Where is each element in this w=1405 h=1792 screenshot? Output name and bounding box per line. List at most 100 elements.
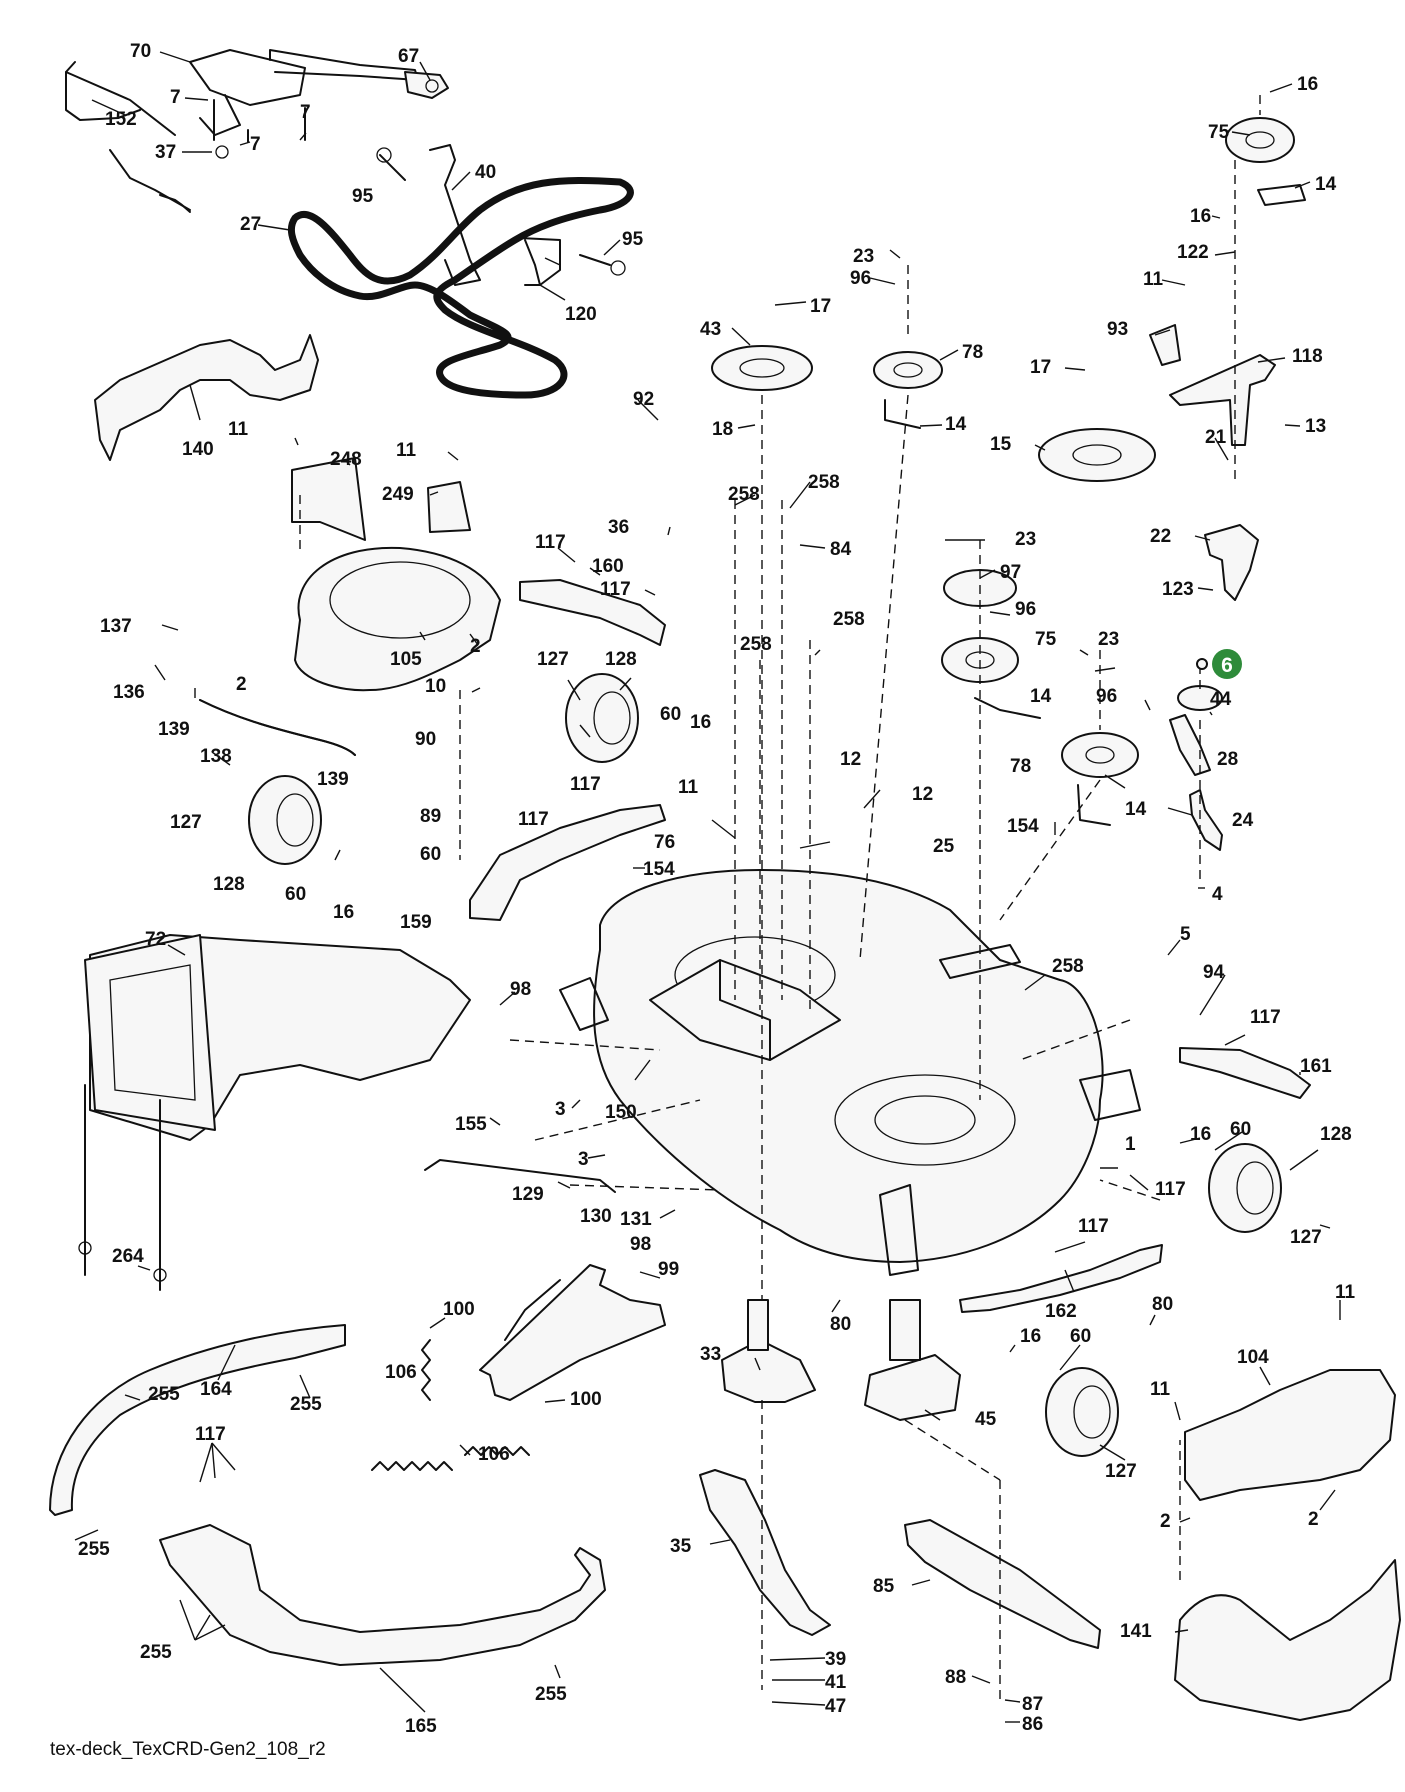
label-p16b: 16 (1190, 206, 1211, 227)
label-p23c: 23 (1098, 629, 1119, 650)
lift-linkage-drawing (65, 49, 449, 213)
label-p160: 160 (592, 556, 624, 577)
label-p21: 21 (1205, 427, 1227, 448)
label-p98b: 98 (630, 1234, 651, 1255)
label-p47: 47 (825, 1696, 846, 1717)
label-p76: 76 (654, 832, 675, 853)
label-p78a: 78 (962, 342, 983, 363)
label-p164: 164 (200, 1379, 232, 1400)
label-p3b: 3 (578, 1149, 589, 1170)
label-p123: 123 (1162, 579, 1194, 600)
label-p60c: 60 (285, 884, 306, 905)
label-p155: 155 (455, 1114, 487, 1135)
label-p127c: 127 (1290, 1227, 1322, 1248)
label-p11e: 11 (1335, 1282, 1356, 1303)
label-p11a: 11 (1143, 269, 1164, 290)
label-p95a: 95 (352, 186, 374, 207)
label-p7a: 7 (170, 87, 181, 108)
shield-248-drawing (291, 457, 366, 541)
label-p258c: 258 (740, 634, 772, 655)
label-p60e: 60 (1070, 1326, 1091, 1347)
label-p16e: 16 (1190, 1124, 1211, 1145)
label-p118: 118 (1292, 346, 1323, 367)
label-p128b: 128 (213, 874, 245, 895)
label-p14a: 14 (1315, 174, 1337, 195)
deck-cover-drawing (1184, 1369, 1396, 1501)
label-p11b: 11 (228, 419, 249, 440)
label-p258d: 258 (833, 609, 865, 630)
label-p162: 162 (1045, 1301, 1077, 1322)
label-p14d: 14 (1125, 799, 1147, 820)
label-p16c: 16 (690, 712, 711, 733)
label-p40: 40 (475, 162, 496, 183)
baffle-159-drawing (469, 804, 666, 921)
highlight-badge[interactable] (1212, 649, 1242, 679)
label-p88: 88 (945, 1667, 966, 1688)
blade-85-drawing (904, 1519, 1101, 1649)
label-p24: 24 (1232, 810, 1254, 831)
label-p248: 248 (330, 449, 362, 470)
label-p16d: 16 (333, 902, 354, 923)
label-p127a: 127 (537, 649, 569, 670)
label-p7c: 7 (300, 102, 311, 123)
label-p95b: 95 (622, 229, 644, 250)
label-p23b: 23 (1015, 529, 1036, 550)
label-p80a: 80 (830, 1314, 851, 1335)
label-p17a: 17 (810, 296, 831, 317)
label-p258a: 258 (728, 484, 760, 505)
label-p152: 152 (105, 109, 137, 130)
label-p60b: 60 (420, 844, 441, 865)
label-p12a: 12 (840, 749, 861, 770)
label-p92: 92 (633, 389, 654, 410)
label-p11c: 11 (396, 440, 417, 461)
highlight-marker[interactable]: 6 (1196, 649, 1242, 679)
label-p11d: 11 (678, 777, 699, 798)
label-p97: 97 (1000, 562, 1021, 583)
label-p255e: 255 (535, 1684, 567, 1705)
label-p43: 43 (700, 319, 721, 340)
label-p3a: 3 (555, 1099, 566, 1120)
label-p14c: 14 (1030, 686, 1052, 707)
label-p25: 25 (933, 836, 955, 857)
label-p10: 10 (425, 676, 446, 697)
label-p60a: 60 (660, 704, 681, 725)
label-p89: 89 (420, 806, 441, 827)
label-p94: 94 (1203, 962, 1225, 983)
label-p100b: 100 (570, 1389, 602, 1410)
label-p138: 138 (200, 746, 232, 767)
label-p106a: 106 (385, 1362, 417, 1383)
label-p14b: 14 (945, 414, 967, 435)
label-p33: 33 (700, 1344, 721, 1365)
label-p117c: 117 (570, 774, 601, 795)
highlight-label: 6 (1221, 654, 1233, 677)
label-p159: 159 (400, 912, 432, 933)
label-p13: 13 (1305, 416, 1326, 437)
label-p96c: 96 (1096, 686, 1117, 707)
wheel-drawing (248, 673, 1282, 1457)
label-p258e: 258 (1052, 956, 1084, 977)
label-p12b: 12 (912, 784, 933, 805)
label-p140: 140 (182, 439, 214, 460)
baffle-162-drawing (959, 1244, 1163, 1313)
label-p90: 90 (415, 729, 436, 750)
label-p117a: 117 (535, 532, 566, 553)
label-p17b: 17 (1030, 357, 1051, 378)
chute-rod-drawing (78, 1084, 167, 1291)
label-p2d: 2 (1308, 1509, 1319, 1530)
label-p141: 141 (1120, 1621, 1152, 1642)
spring-drawing (371, 1461, 453, 1471)
label-p258b: 258 (808, 472, 840, 493)
idler-arm-drawing (884, 184, 1306, 851)
label-p35: 35 (670, 1536, 692, 1557)
label-p255a: 255 (148, 1384, 180, 1405)
discharge-chute-drawing (84, 934, 471, 1141)
label-p22: 22 (1150, 526, 1171, 547)
drive-belt-drawing (287, 176, 634, 399)
label-p4: 4 (1212, 884, 1223, 905)
label-p60d: 60 (1230, 1119, 1251, 1140)
label-p122: 122 (1177, 242, 1209, 263)
shield-249-drawing (427, 481, 471, 533)
label-p249: 249 (382, 484, 414, 505)
label-p39: 39 (825, 1649, 846, 1670)
label-p75a: 75 (1208, 122, 1230, 143)
